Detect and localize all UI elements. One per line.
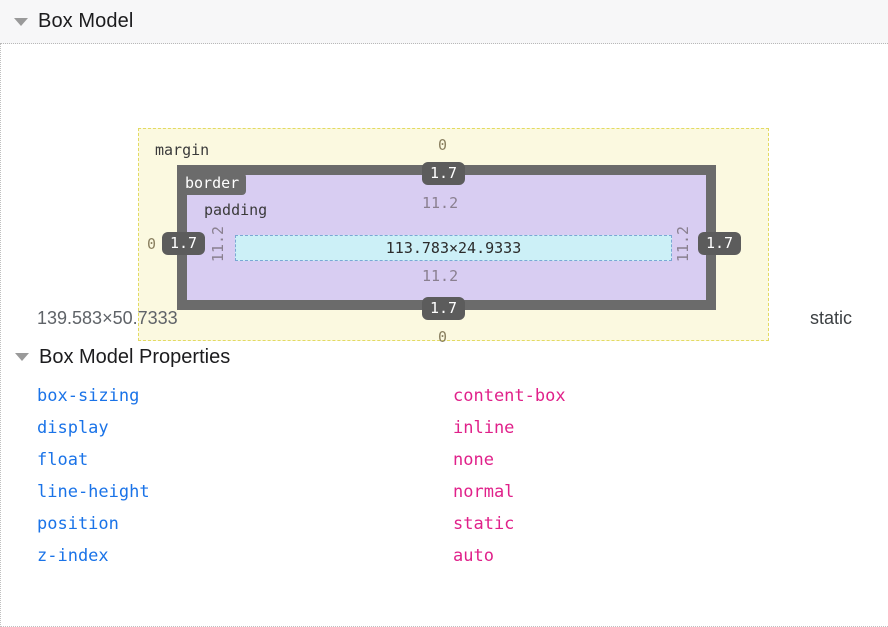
content-size-label: 113.783×24.9333	[385, 239, 522, 257]
padding-left-value[interactable]: 11.2	[209, 225, 227, 263]
padding-top-value[interactable]: 11.2	[422, 194, 459, 212]
property-name[interactable]: display	[37, 418, 109, 438]
triangle-down-icon[interactable]	[14, 17, 28, 26]
border-right-value[interactable]: 1.7	[698, 232, 742, 255]
box-model-summary: 139.583×50.7333 static	[1, 296, 888, 340]
border-top-value[interactable]: 1.7	[422, 162, 466, 185]
property-value[interactable]: none	[453, 450, 494, 470]
margin-top-value[interactable]: 0	[438, 136, 448, 154]
table-row[interactable]: z-index auto	[1, 540, 888, 572]
property-name[interactable]: position	[37, 514, 119, 534]
box-model-panel-body: 113.783×24.9333 margin border padding 0 …	[0, 44, 888, 627]
table-row[interactable]: float none	[1, 444, 888, 476]
padding-region-label: padding	[204, 201, 268, 219]
border-region[interactable]: 113.783×24.9333	[177, 165, 716, 310]
border-left-value[interactable]: 1.7	[162, 232, 206, 255]
total-size-label: 139.583×50.7333	[37, 307, 178, 328]
table-row[interactable]: display inline	[1, 412, 888, 444]
property-name[interactable]: float	[37, 450, 89, 470]
triangle-down-icon[interactable]	[15, 353, 29, 361]
table-row[interactable]: position static	[1, 508, 888, 540]
property-name[interactable]: z-index	[37, 546, 109, 566]
property-value[interactable]: auto	[453, 546, 494, 566]
box-model-panel-header[interactable]: Box Model	[0, 0, 888, 44]
position-label: static	[809, 307, 852, 328]
box-model-diagram: 113.783×24.9333 margin border padding 0 …	[1, 44, 888, 346]
table-row[interactable]: line-height normal	[1, 476, 888, 508]
table-row[interactable]: box-sizing content-box	[1, 380, 888, 412]
property-name[interactable]: box-sizing	[37, 386, 140, 406]
box-model-properties-header[interactable]: Box Model Properties	[1, 340, 888, 374]
margin-bottom-value[interactable]: 0	[438, 328, 448, 346]
property-value[interactable]: normal	[453, 482, 515, 502]
property-name[interactable]: line-height	[37, 482, 150, 502]
border-bottom-value[interactable]: 1.7	[422, 297, 466, 320]
padding-right-value[interactable]: 11.2	[674, 225, 692, 263]
border-region-label: border	[178, 173, 247, 195]
box-model-properties-title: Box Model Properties	[39, 345, 231, 368]
box-model-properties-list: box-sizing content-box display inline fl…	[1, 374, 888, 572]
padding-bottom-value[interactable]: 11.2	[422, 267, 459, 285]
property-value[interactable]: static	[453, 514, 515, 534]
property-value[interactable]: content-box	[453, 386, 566, 406]
property-value[interactable]: inline	[453, 418, 515, 438]
page-title: Box Model	[38, 10, 134, 32]
margin-region-label: margin	[155, 141, 210, 159]
margin-left-value[interactable]: 0	[147, 235, 157, 253]
content-region[interactable]: 113.783×24.9333	[235, 235, 672, 261]
